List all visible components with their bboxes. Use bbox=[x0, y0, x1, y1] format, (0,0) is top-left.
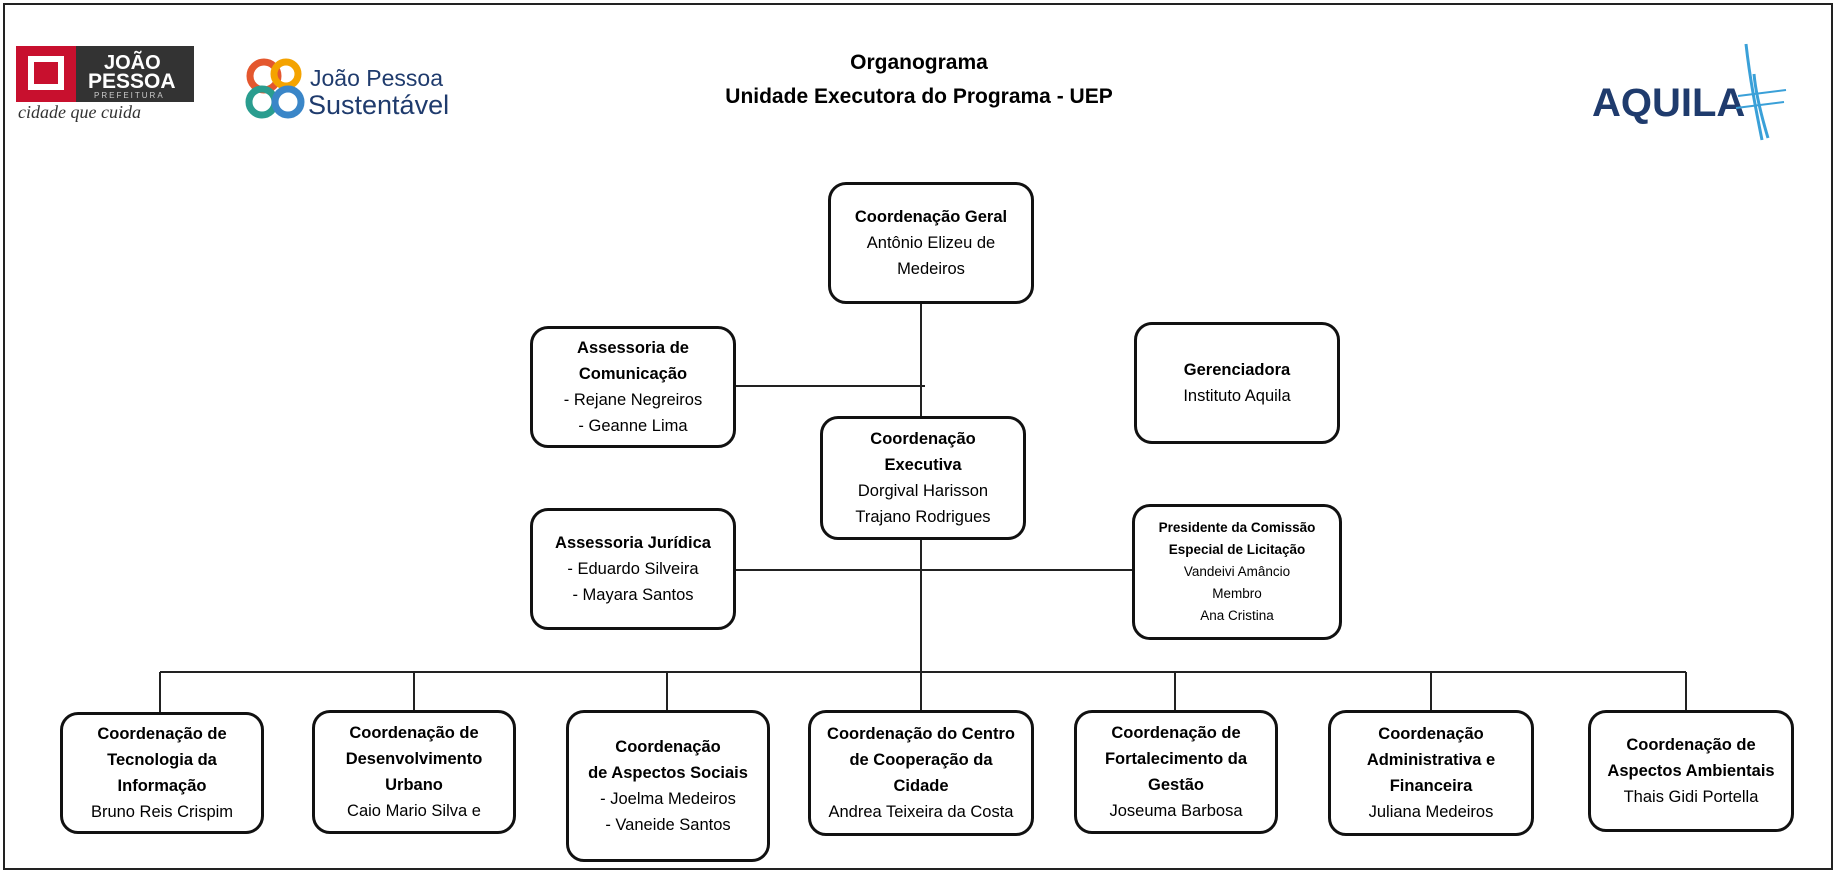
box-names: - Eduardo Silveira - Mayara Santos bbox=[567, 560, 699, 604]
box-names: - Joelma Medeiros - Vaneide Santos bbox=[600, 790, 736, 834]
box-names: Instituto Aquila bbox=[1183, 387, 1291, 405]
box-names: - Rejane Negreiros - Geanne Lima bbox=[563, 391, 703, 435]
box-names: Andrea Teixeira da Costa bbox=[828, 803, 1014, 821]
svg-text:cidade que cuida: cidade que cuida bbox=[18, 102, 141, 122]
box-coordenacao-executiva: Coordenação Executiva Dorgival Harisson … bbox=[820, 416, 1026, 540]
box-names: Thais Gidi Portella bbox=[1623, 788, 1759, 806]
box-title: Coordenação de Aspectos Sociais bbox=[588, 738, 748, 782]
box-coordenacao-geral: Coordenação Geral Antônio Elizeu de Mede… bbox=[828, 182, 1034, 304]
box-title: Coordenação de Tecnologia da Informação bbox=[97, 725, 227, 795]
box-coordenacao-gestao: Coordenação de Fortalecimento da Gestão … bbox=[1074, 710, 1278, 834]
org-chart-title: Organograma bbox=[850, 51, 988, 74]
box-title: Coordenação do Centro de Cooperação da C… bbox=[827, 725, 1015, 795]
svg-text:João Pessoa: João Pessoa bbox=[310, 65, 443, 91]
box-coordenacao-adm: Coordenação Administrativa e Financeira … bbox=[1328, 710, 1534, 836]
box-names: Juliana Medeiros bbox=[1368, 803, 1494, 821]
box-title: Presidente da Comissão Especial de Licit… bbox=[1158, 520, 1316, 557]
box-coordenacao-ti: Coordenação de Tecnologia da Informação … bbox=[60, 712, 264, 834]
svg-text:PESSOA: PESSOA bbox=[88, 70, 176, 93]
box-title: Coordenação Executiva bbox=[870, 430, 976, 474]
box-coordenacao-urbano: Coordenação de Desenvolvimento Urbano Ca… bbox=[312, 710, 516, 834]
box-title: Coordenação de Desenvolvimento Urbano bbox=[345, 724, 483, 794]
svg-text:PREFEITURA: PREFEITURA bbox=[94, 91, 165, 100]
box-title: Coordenação de Fortalecimento da Gestão bbox=[1104, 724, 1248, 794]
box-coordenacao-ambientais: Coordenação de Aspectos Ambientais Thais… bbox=[1588, 710, 1794, 832]
box-title: Gerenciadora bbox=[1183, 361, 1291, 379]
box-names: Antônio Elizeu de Medeiros bbox=[866, 234, 996, 278]
aquila-logo: AQUILA bbox=[1588, 40, 1798, 144]
box-gerenciadora: Gerenciadora Instituto Aquila bbox=[1134, 322, 1340, 444]
joao-pessoa-prefeitura-logo: JOÃO PESSOA PREFEITURA cidade que cuida bbox=[12, 42, 198, 124]
box-coordenacao-sociais: Coordenação de Aspectos Sociais - Joelma… bbox=[566, 710, 770, 862]
box-title: Assessoria de Comunicação bbox=[577, 339, 689, 383]
page-frame bbox=[3, 3, 1833, 870]
box-title: Coordenação de Aspectos Ambientais bbox=[1607, 736, 1775, 780]
box-names: Dorgival Harisson Trajano Rodrigues bbox=[855, 482, 991, 526]
box-title: Coordenação Administrativa e Financeira bbox=[1366, 725, 1496, 795]
box-title: Assessoria Jurídica bbox=[555, 534, 711, 552]
box-names: Bruno Reis Crispim bbox=[90, 803, 234, 821]
box-assessoria-comunicacao: Assessoria de Comunicação - Rejane Negre… bbox=[530, 326, 736, 448]
joao-pessoa-sustentavel-logo: João Pessoa Sustentável bbox=[242, 52, 472, 134]
box-names: Vandeivi Amâncio Membro Ana Cristina bbox=[1183, 564, 1291, 623]
box-assessoria-juridica: Assessoria Jurídica - Eduardo Silveira -… bbox=[530, 508, 736, 630]
svg-text:AQUILA: AQUILA bbox=[1592, 81, 1745, 125]
box-comissao-licitacao: Presidente da Comissão Especial de Licit… bbox=[1132, 504, 1342, 640]
box-names: Joseuma Barbosa bbox=[1109, 802, 1243, 820]
svg-text:JOÃO: JOÃO bbox=[104, 51, 161, 74]
box-names: Caio Mario Silva e bbox=[347, 802, 481, 820]
svg-text:Sustentável: Sustentável bbox=[308, 90, 449, 120]
box-coordenacao-centro: Coordenação do Centro de Cooperação da C… bbox=[808, 710, 1034, 836]
box-title: Coordenação Geral bbox=[854, 208, 1008, 226]
org-chart-subtitle: Unidade Executora do Programa - UEP bbox=[725, 85, 1113, 108]
